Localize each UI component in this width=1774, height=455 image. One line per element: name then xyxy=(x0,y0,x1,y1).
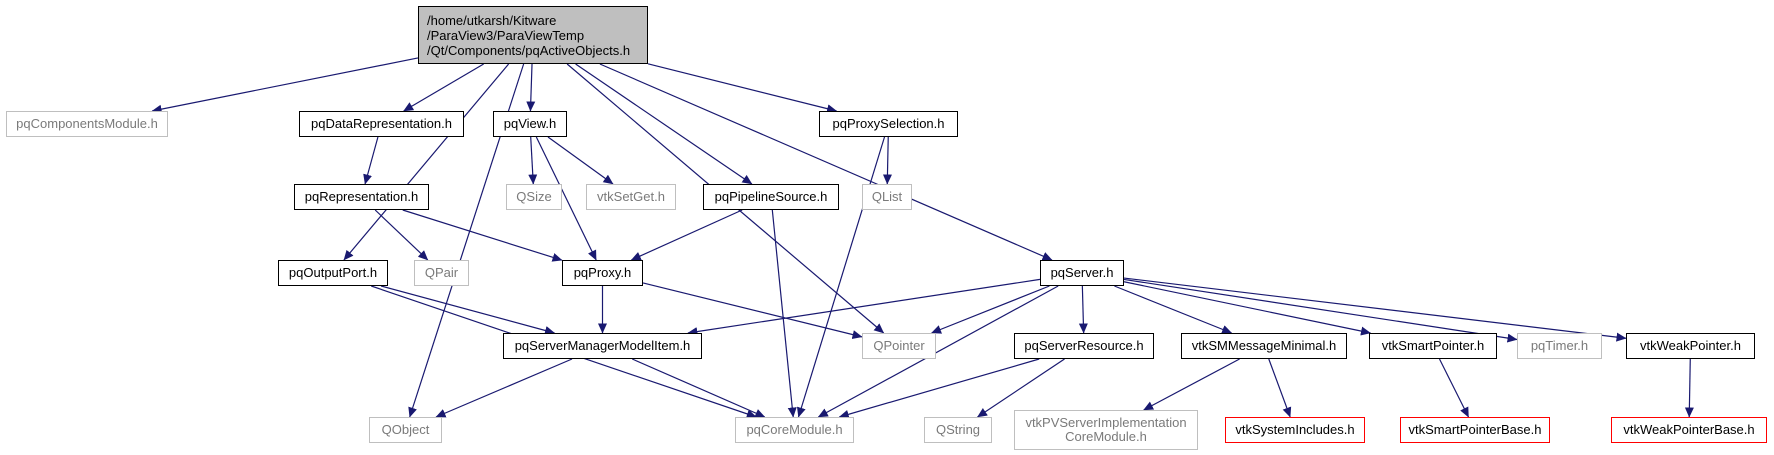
node-pqOutputPort-h[interactable]: pqOutputPort.h xyxy=(278,260,388,286)
edge-pqServerManagerModelItem-to-QObject xyxy=(435,358,573,418)
edge-pqPipelineSource-to-pqCoreModule xyxy=(771,209,797,418)
edge-pqDataRepresentation-to-pqRepresentation xyxy=(363,136,379,185)
edge-pqRepresentation-to-pqProxy xyxy=(402,209,563,262)
node-QPointer[interactable]: QPointer xyxy=(862,333,936,359)
edge-pqView-to-pqProxy xyxy=(535,136,597,261)
edge-root-to-pqOutputPort xyxy=(343,63,510,261)
node-vtkSystemIncludes-h[interactable]: vtkSystemIncludes.h xyxy=(1225,417,1365,443)
node-vtkPVServerImplementationCoreModule-h[interactable]: vtkPVServerImplementation CoreModule.h xyxy=(1014,410,1198,450)
node-QList[interactable]: QList xyxy=(862,184,912,210)
edge-root-to-pqComponentsModule xyxy=(151,57,419,114)
node-pqTimer-h[interactable]: pqTimer.h xyxy=(1517,333,1602,359)
edge-pqServerManagerModelItem-to-pqCoreModule xyxy=(631,358,766,418)
node-pqCoreModule-h[interactable]: pqCoreModule.h xyxy=(735,417,854,443)
edge-vtkSMMessageMinimal-to-vtkSystemIncludes xyxy=(1268,358,1292,418)
edge-pqServer-to-pqServerManagerModelItem xyxy=(687,278,1041,337)
edge-pqServerResource-to-QString xyxy=(977,358,1065,418)
node-vtkSmartPointerBase-h[interactable]: vtkSmartPointerBase.h xyxy=(1400,417,1550,443)
node-vtkSmartPointer-h[interactable]: vtkSmartPointer.h xyxy=(1369,333,1497,359)
node-pqPipelineSource-h[interactable]: pqPipelineSource.h xyxy=(703,184,839,210)
edge-pqProxySelection-to-QList xyxy=(882,136,892,185)
node-vtkSMMessageMinimal-h[interactable]: vtkSMMessageMinimal.h xyxy=(1181,333,1347,359)
edge-pqServer-to-pqServerResource xyxy=(1078,285,1088,334)
node-vtkWeakPointerBase-h[interactable]: vtkWeakPointerBase.h xyxy=(1611,417,1767,443)
edge-pqServer-to-pqTimer xyxy=(1123,278,1518,343)
edge-pqServer-to-QPointer xyxy=(931,285,1050,334)
edge-root-to-pqView xyxy=(526,63,536,112)
edge-vtkSMMessageMinimal-to-vtkPVServerImplementationCoreModule xyxy=(1143,358,1240,411)
edge-pqServer-to-vtkSmartPointer xyxy=(1123,281,1371,336)
edge-pqRepresentation-to-QPair xyxy=(374,209,429,261)
node-vtkSetGet-h[interactable]: vtkSetGet.h xyxy=(586,184,676,210)
node-pqServer-h[interactable]: pqServer.h xyxy=(1040,260,1124,286)
node-pqActiveObjects-h[interactable]: /home/utkarsh/Kitware /ParaView3/ParaVie… xyxy=(418,6,648,64)
node-QString[interactable]: QString xyxy=(924,417,992,443)
edge-pqServer-to-pqCoreModule xyxy=(817,285,1059,418)
edge-vtkWeakPointer-to-vtkWeakPointerBase xyxy=(1684,358,1694,418)
edge-root-to-pqPipelineSource xyxy=(575,63,753,185)
edge-pqProxySelection-to-pqCoreModule xyxy=(796,136,886,418)
edge-vtkSmartPointer-to-vtkSmartPointerBase xyxy=(1438,358,1470,418)
node-pqDataRepresentation-h[interactable]: pqDataRepresentation.h xyxy=(299,111,464,137)
node-pqServerManagerModelItem-h[interactable]: pqServerManagerModelItem.h xyxy=(503,333,702,359)
node-vtkWeakPointer-h[interactable]: vtkWeakPointer.h xyxy=(1626,333,1755,359)
node-QSize[interactable]: QSize xyxy=(506,184,562,210)
node-pqProxySelection-h[interactable]: pqProxySelection.h xyxy=(819,111,958,137)
node-QPair[interactable]: QPair xyxy=(414,260,469,286)
edge-pqServer-to-vtkWeakPointer xyxy=(1123,277,1627,342)
node-pqComponentsModule-h[interactable]: pqComponentsModule.h xyxy=(6,111,168,137)
node-pqProxy-h[interactable]: pqProxy.h xyxy=(562,260,643,286)
edge-pqView-to-vtkSetGet xyxy=(547,136,614,185)
edge-pqView-to-QSize xyxy=(528,136,538,185)
edge-root-to-pqDataRepresentation xyxy=(403,63,484,112)
node-pqServerResource-h[interactable]: pqServerResource.h xyxy=(1014,333,1154,359)
edge-pqServerResource-to-pqCoreModule xyxy=(838,358,1040,419)
node-pqRepresentation-h[interactable]: pqRepresentation.h xyxy=(294,184,429,210)
node-pqView-h[interactable]: pqView.h xyxy=(493,111,567,137)
node-QObject[interactable]: QObject xyxy=(369,417,442,443)
edge-pqPipelineSource-to-pqProxy xyxy=(630,209,743,261)
edge-root-to-pqProxySelection xyxy=(647,63,838,114)
edge-pqOutputPort-to-pqServerManagerModelItem xyxy=(380,285,555,335)
edge-pqProxy-to-QPointer xyxy=(642,282,863,339)
edge-pqServer-to-vtkSMMessageMinimal xyxy=(1114,285,1233,334)
edge-root-to-pqServer xyxy=(599,63,1053,261)
